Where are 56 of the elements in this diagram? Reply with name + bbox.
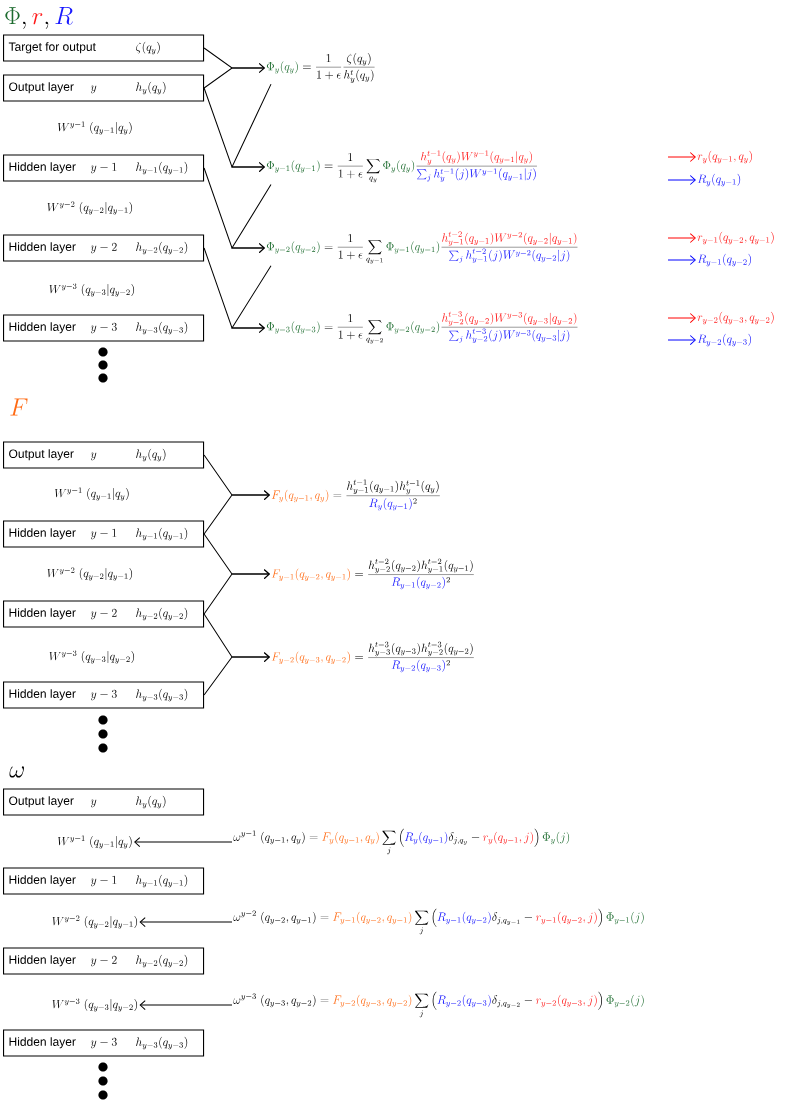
formula: $\textcolor{orange}{F_{y-1}(q_{y-2},q_{y-1})} = \frac{h^{t-2}_{y-2}(q_{y-2})h^{t-2}_{y-1}(q_{y-1})}{\textcolor{blue}{R_{y-1}(q_{y-2})}^2}$ — [271, 558, 474, 590]
arrow — [667, 152, 696, 162]
layer-box: Output layer $y$ $h_y(q_y)$ — [3, 441, 205, 469]
layer-box: Hidden layer $y-2$ $h_{y-2}(q_{y-2})$ — [3, 234, 205, 262]
arrow — [203, 63, 265, 89]
formula: $\textcolor{red}{r_{y-1}(q_{y-2},q_{y-1})}$ — [697, 231, 774, 245]
formula: $W^{y-1}\ (q_{y-1}|q_y)$ — [54, 487, 129, 501]
arrow — [667, 335, 696, 345]
layer-box: Hidden layer $y-3$ $h_{y-3}(q_{y-3})$ — [3, 1029, 205, 1057]
formula: $W^{y-3}\ (q_{y-3}|q_{y-2})$ — [49, 283, 135, 297]
section-heading: $\textcolor{orange}{F}$ — [10, 398, 28, 416]
formula: $W^{y-1}\ (q_{y-1}|q_y)$ — [57, 121, 132, 135]
arrow — [667, 313, 696, 323]
formula: $\textcolor{blue}{R_y(q_{y-1})}$ — [697, 173, 741, 187]
layer-box: Output layer $y$ $h_y(q_y)$ — [3, 74, 205, 102]
formula: $\omega^{y-3}\ (q_{y-3},q_{y-2}) = \textcolor{orange}{F_{y-2}(q_{y-3},q_{y-2})}\sum_j\Big(\textcolor{blue}{R_{y-2}(q_{y-3})}\delta_{j,q_{y-2}} - \textcolor{red}{r_{y-2}(q_{y-3},j)}\Big)\,\textcolor{green}{\Phi_{y-2}(j)}$ — [233, 991, 644, 1018]
formula: $\textcolor{blue}{R_{y-1}(q_{y-2})}$ — [697, 253, 751, 267]
section-heading: $\omega$ — [9, 766, 24, 778]
formula: $\textcolor{green}{\Phi_y(q_y)} = \frac{1}{1+\epsilon}\frac{\zeta(q_y)}{h^t_y(q_y)}$ — [266, 53, 375, 83]
formula: $W^{y-1}\ (q_{y-1}|q_y)$ — [57, 835, 132, 849]
formula: $W^{y-2}\ (q_{y-2}|q_{y-1})$ — [47, 201, 133, 215]
arrow — [231, 83, 272, 172]
formula: $W^{y-2}\ (q_{y-2}|q_{y-1})$ — [47, 567, 133, 581]
formula: $W^{y-3}\ (q_{y-3}|q_{y-2})$ — [52, 998, 138, 1012]
layer-box: Hidden layer $y-2$ $h_{y-2}(q_{y-2})$ — [3, 600, 205, 628]
formula: $\textcolor{red}{r_{y-2}(q_{y-3},q_{y-2})}$ — [697, 311, 774, 325]
formula: $\omega^{y-2}\ (q_{y-2},q_{y-1}) = \textcolor{orange}{F_{y-1}(q_{y-2},q_{y-1})}\sum_j\Big(\textcolor{blue}{R_{y-1}(q_{y-2})}\delta_{j,q_{y-1}} - \textcolor{red}{r_{y-1}(q_{y-2},j)}\Big)\,\textcolor{green}{\Phi_{y-1}(j)}$ — [233, 908, 644, 935]
layer-box: Hidden layer $y-1$ $h_{y-1}(q_{y-1})$ — [3, 154, 205, 182]
arrow — [203, 490, 270, 535]
formula: $W^{y-2}\ (q_{y-2}|q_{y-1})$ — [52, 915, 138, 929]
arrow — [231, 184, 272, 253]
formula: $\textcolor{green}{\Phi_{y-3}(q_{y-3})} = \frac{1}{1+\epsilon}\sum_{q_{y-2}}\textcolor{green}{\Phi_{y-2}(q_{y-2})}\frac{\textcolor{red}{h^{t-3}_{y-2}(q_{y-2})W^{y-3}(q_{y-3}|q_{y-2})}}{\textcolor{blue}{\sum_j h^{t-3}_{y-2}(j)W^{y-3}(q_{y-3}|j)}}$ — [266, 311, 578, 344]
layer-box: Output layer $y$ $h_y(q_y)$ — [3, 788, 205, 816]
arrow — [203, 569, 270, 615]
arrow — [203, 652, 270, 696]
layer-box: Hidden layer $y-3$ $h_{y-3}(q_{y-3})$ — [3, 681, 205, 709]
arrow — [139, 1000, 233, 1010]
arrow — [231, 265, 272, 333]
arrow — [667, 255, 696, 265]
arrow — [667, 175, 696, 185]
arrow — [667, 233, 696, 243]
formula: $\textcolor{blue}{R_{y-2}(q_{y-3})}$ — [697, 333, 751, 347]
layer-box: Hidden layer $y-1$ $h_{y-1}(q_{y-1})$ — [3, 520, 205, 548]
layer-box: Hidden layer $y-3$ $h_{y-3}(q_{y-3})$ — [3, 314, 205, 342]
layer-box: Target for output $\zeta(q_y)$ — [3, 34, 205, 62]
formula: $W^{y-3}\ (q_{y-3}|q_{y-2})$ — [49, 650, 135, 664]
arrow — [134, 837, 233, 847]
formula: $\textcolor{green}{\Phi_{y-2}(q_{y-2})} = \frac{1}{1+\epsilon}\sum_{q_{y-1}}\textcolor{green}{\Phi_{y-1}(q_{y-1})}\frac{\textcolor{red}{h^{t-2}_{y-1}(q_{y-1})W^{y-2}(q_{y-2}|q_{y-1})}}{\textcolor{blue}{\sum_j h^{t-2}_{y-1}(j)W^{y-2}(q_{y-2}|j)}}$ — [266, 231, 578, 264]
layer-box: Hidden layer $y-2$ $h_{y-2}(q_{y-2})$ — [3, 947, 205, 975]
formula: $\textcolor{orange}{F_y(q_{y-1},q_y)} = \frac{h^{t-1}_{y-1}(q_{y-1})h^{t-1}_y(q_y)}{\textcolor{blue}{R_y(q_{y-1})}^2}$ — [271, 479, 440, 511]
formula: $\omega^{y-1}\ (q_{y-1},q_y) = \textcolor{orange}{F_y(q_{y-1},q_y)}\sum_j\Big(\textcolor{blue}{R_y(q_{y-1})}\delta_{j,q_y} - \textcolor{red}{r_y(q_{y-1},j)}\Big)\,\textcolor{green}{\Phi_y(j)}$ — [233, 828, 570, 855]
formula: $\textcolor{orange}{F_{y-2}(q_{y-3},q_{y-2})} = \frac{h^{t-3}_{y-3}(q_{y-3})h^{t-3}_{y-2}(q_{y-2})}{\textcolor{blue}{R_{y-2}(q_{y-3})}^2}$ — [271, 641, 474, 673]
formula: $\textcolor{green}{\Phi_{y-1}(q_{y-1})} = \frac{1}{1+\epsilon}\sum_{q_y}\textcolor{green}{\Phi_y(q_y)}\frac{\textcolor{red}{h^{t-1}_y(q_y)W^{y-1}(q_{y-1}|q_y)}}{\textcolor{blue}{\sum_j h^{t-1}_y(j)W^{y-1}(q_{y-1}|j)}}$ — [266, 150, 537, 183]
formula: $\textcolor{red}{r_y(q_{y-1},q_y)}$ — [697, 150, 752, 164]
layer-box: Hidden layer $y-1$ $h_{y-1}(q_{y-1})$ — [3, 867, 205, 895]
arrow — [139, 917, 233, 927]
